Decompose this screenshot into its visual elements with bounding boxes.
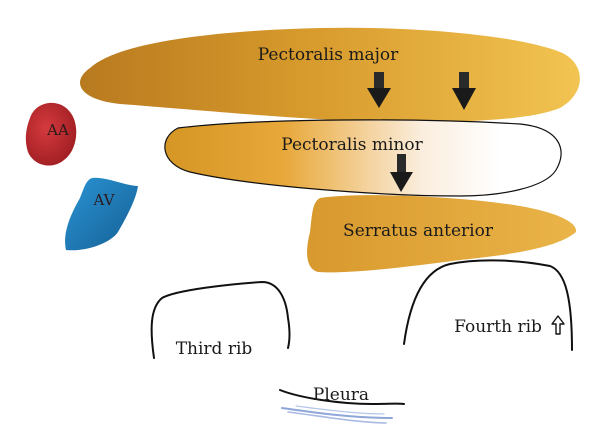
pleura-outline <box>279 389 405 405</box>
pectoralis-minor-label: Pectoralis minor <box>281 135 423 155</box>
pectoralis-major-shape <box>80 27 580 122</box>
third-rib-outline <box>150 281 291 359</box>
axillary-artery-shape <box>25 102 77 166</box>
pectoralis-minor-shape <box>164 119 562 197</box>
serratus-anterior-label: Serratus anterior <box>343 221 494 241</box>
pectoralis-major-label: Pectoralis major <box>258 45 399 65</box>
pleura-membrane-lines <box>281 405 393 424</box>
hollow-up-arrow-icon <box>551 315 565 335</box>
av-label: AV <box>93 191 116 209</box>
fourth-rib-label: Fourth rib <box>454 317 542 337</box>
axillary-vein-shape <box>65 177 138 251</box>
solid-down-arrow-icon <box>367 72 391 108</box>
serratus-anterior-shape <box>307 195 577 273</box>
solid-down-arrow-icon <box>452 72 476 110</box>
solid-down-arrow-icon <box>390 154 413 192</box>
fourth-rib-outline <box>403 259 573 351</box>
third-rib-label: Third rib <box>176 339 253 359</box>
pleura-label: Pleura <box>313 385 369 405</box>
aa-label: AA <box>46 121 69 139</box>
